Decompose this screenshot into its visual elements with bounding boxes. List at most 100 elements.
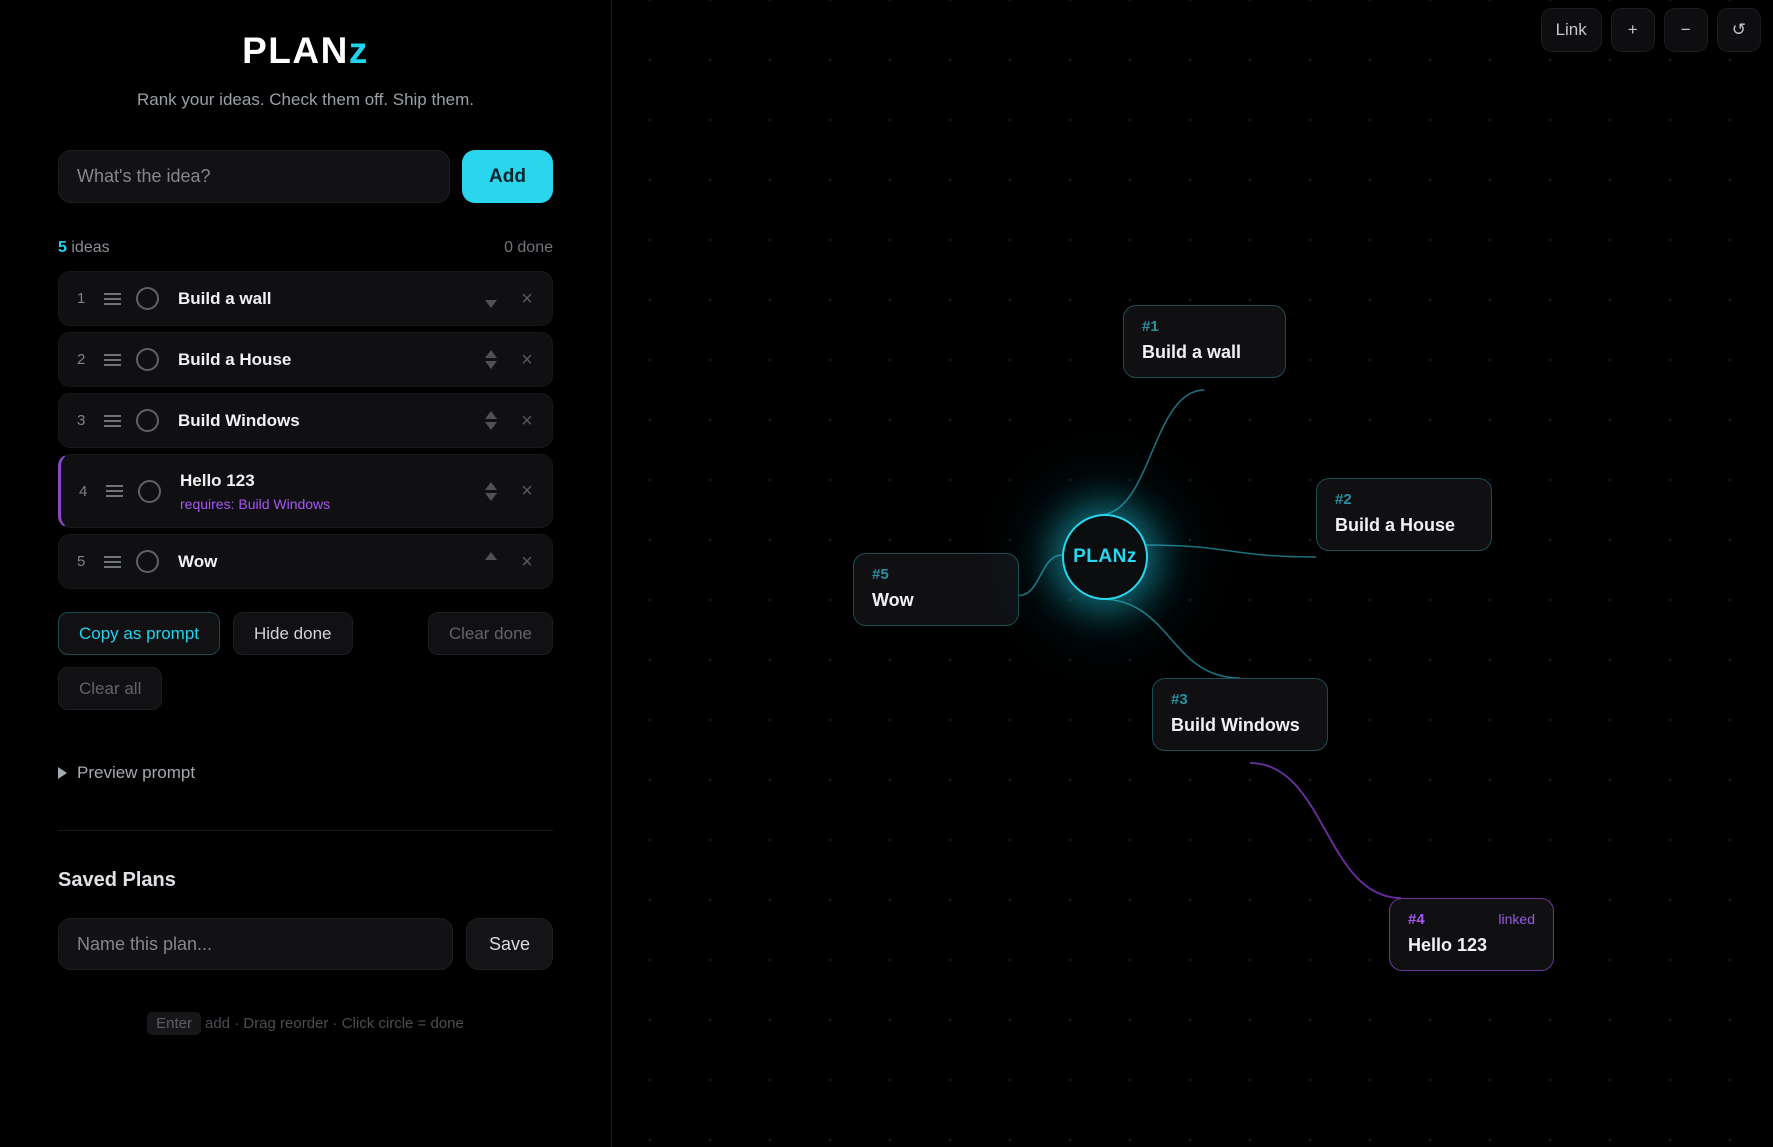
keyboard-hint-text: add · Drag reorder · Click circle = done [205,1015,464,1032]
node-title: Build a wall [1142,342,1242,362]
sidebar: PLANz Rank your ideas. Check them off. S… [0,0,612,1147]
done-toggle-circle[interactable] [136,287,159,310]
drag-handle-icon[interactable] [99,353,125,366]
idea-rank: 2 [77,351,86,368]
drag-handle-icon[interactable] [99,555,125,568]
hub-node[interactable]: PLANz [1062,514,1148,600]
move-down-icon[interactable] [485,422,497,430]
done-toggle-circle[interactable] [136,550,159,573]
app-logo: PLANz [58,30,553,72]
chevron-right-icon [58,767,67,779]
tagline: Rank your ideas. Check them off. Ship th… [136,90,475,109]
move-up-icon[interactable] [485,552,497,560]
done-toggle-circle[interactable] [136,409,159,432]
save-plan-button[interactable]: Save [466,918,553,970]
drag-handle-icon[interactable] [99,292,125,305]
move-down-icon[interactable] [485,492,497,501]
copy-as-prompt-button[interactable]: Copy as prompt [58,612,220,655]
done-toggle-circle[interactable] [136,348,159,371]
idea-text: Build a House [178,350,480,370]
node-title: Wow [872,590,914,610]
plan-name-input[interactable] [58,918,453,970]
link-button[interactable]: Link [1540,8,1602,52]
delete-idea-icon[interactable]: × [521,348,533,371]
idea-text: Build Windows [178,411,480,431]
node-id: #1 [1142,318,1159,335]
idea-count-label: ideas [71,239,110,256]
idea-title: Build a wall [178,288,272,308]
idea-text: Hello 123 requires: Build Windows [180,471,480,512]
idea-title: Build a House [178,349,292,369]
clear-done-button[interactable]: Clear done [427,612,553,655]
move-up-icon[interactable] [485,411,497,419]
idea-title: Build Windows [178,410,300,430]
hub-label: PLANz [1073,546,1137,567]
node-linked-badge: linked [1498,911,1535,927]
node-id: #3 [1171,691,1188,708]
idea-rank: 5 [77,553,86,570]
hide-done-button[interactable]: Hide done [233,612,353,655]
move-up-icon[interactable] [485,481,497,490]
graph-edge [1249,762,1402,899]
move-down-icon[interactable] [485,361,497,369]
reorder-arrows [480,350,502,369]
add-idea-button[interactable]: Add [462,150,553,203]
move-up-icon[interactable] [485,350,497,358]
logo-main: PLAN [242,30,349,71]
enter-key-badge: Enter [147,1012,201,1035]
idea-text: Build a wall [178,289,480,309]
zoom-out-button[interactable]: − [1663,8,1708,52]
idea-rank: 1 [77,290,86,307]
reorder-arrows [480,289,502,308]
idea-title: Wow [178,551,218,571]
idea-composer: Add [58,150,553,203]
save-plan-row: Save [58,918,553,970]
idea-row[interactable]: 1 Build a wall × [58,271,553,326]
idea-counts: 5 ideas 0 done [58,239,553,257]
graph-edges [1018,389,1402,899]
clear-all-button[interactable]: Clear all [58,667,163,710]
graph-edge [1100,598,1241,679]
node-id: #2 [1335,491,1352,508]
action-row-primary: Copy as prompt Hide done Clear done [58,612,553,655]
idea-title: Hello 123 [180,470,255,490]
done-toggle-circle[interactable] [138,479,161,503]
node-title: Build a House [1335,515,1456,535]
reset-view-button[interactable]: ↺ [1716,8,1761,52]
action-row-secondary: Clear all [58,667,553,710]
delete-idea-icon[interactable]: × [521,409,533,432]
idea-count: 5 ideas [58,239,110,257]
drag-handle-icon[interactable] [99,414,125,427]
reorder-arrows [480,481,502,501]
node-id: #4 [1408,911,1425,928]
reorder-arrows [480,552,502,571]
node-title: Hello 123 [1408,935,1488,955]
delete-idea-icon[interactable]: × [521,287,533,310]
idea-requires: requires: Build Windows [180,495,331,512]
graph-edge [1144,544,1317,558]
idea-row[interactable]: 4 Hello 123 requires: Build Windows × [58,454,553,528]
divider [58,830,553,831]
reorder-arrows [480,411,502,430]
preview-prompt-label: Preview prompt [77,763,196,782]
move-down-icon[interactable] [485,300,497,308]
zoom-in-button[interactable]: + [1610,8,1655,52]
drag-handle-icon[interactable] [101,485,127,497]
idea-rank: 4 [79,482,88,500]
idea-input[interactable] [58,150,450,203]
idea-row[interactable]: 5 Wow × [58,534,553,589]
node-title: Build Windows [1171,715,1300,735]
delete-idea-icon[interactable]: × [521,480,533,502]
delete-idea-icon[interactable]: × [521,550,533,573]
preview-prompt-toggle[interactable]: Preview prompt [58,763,553,783]
idea-row[interactable]: 2 Build a House × [58,332,553,387]
